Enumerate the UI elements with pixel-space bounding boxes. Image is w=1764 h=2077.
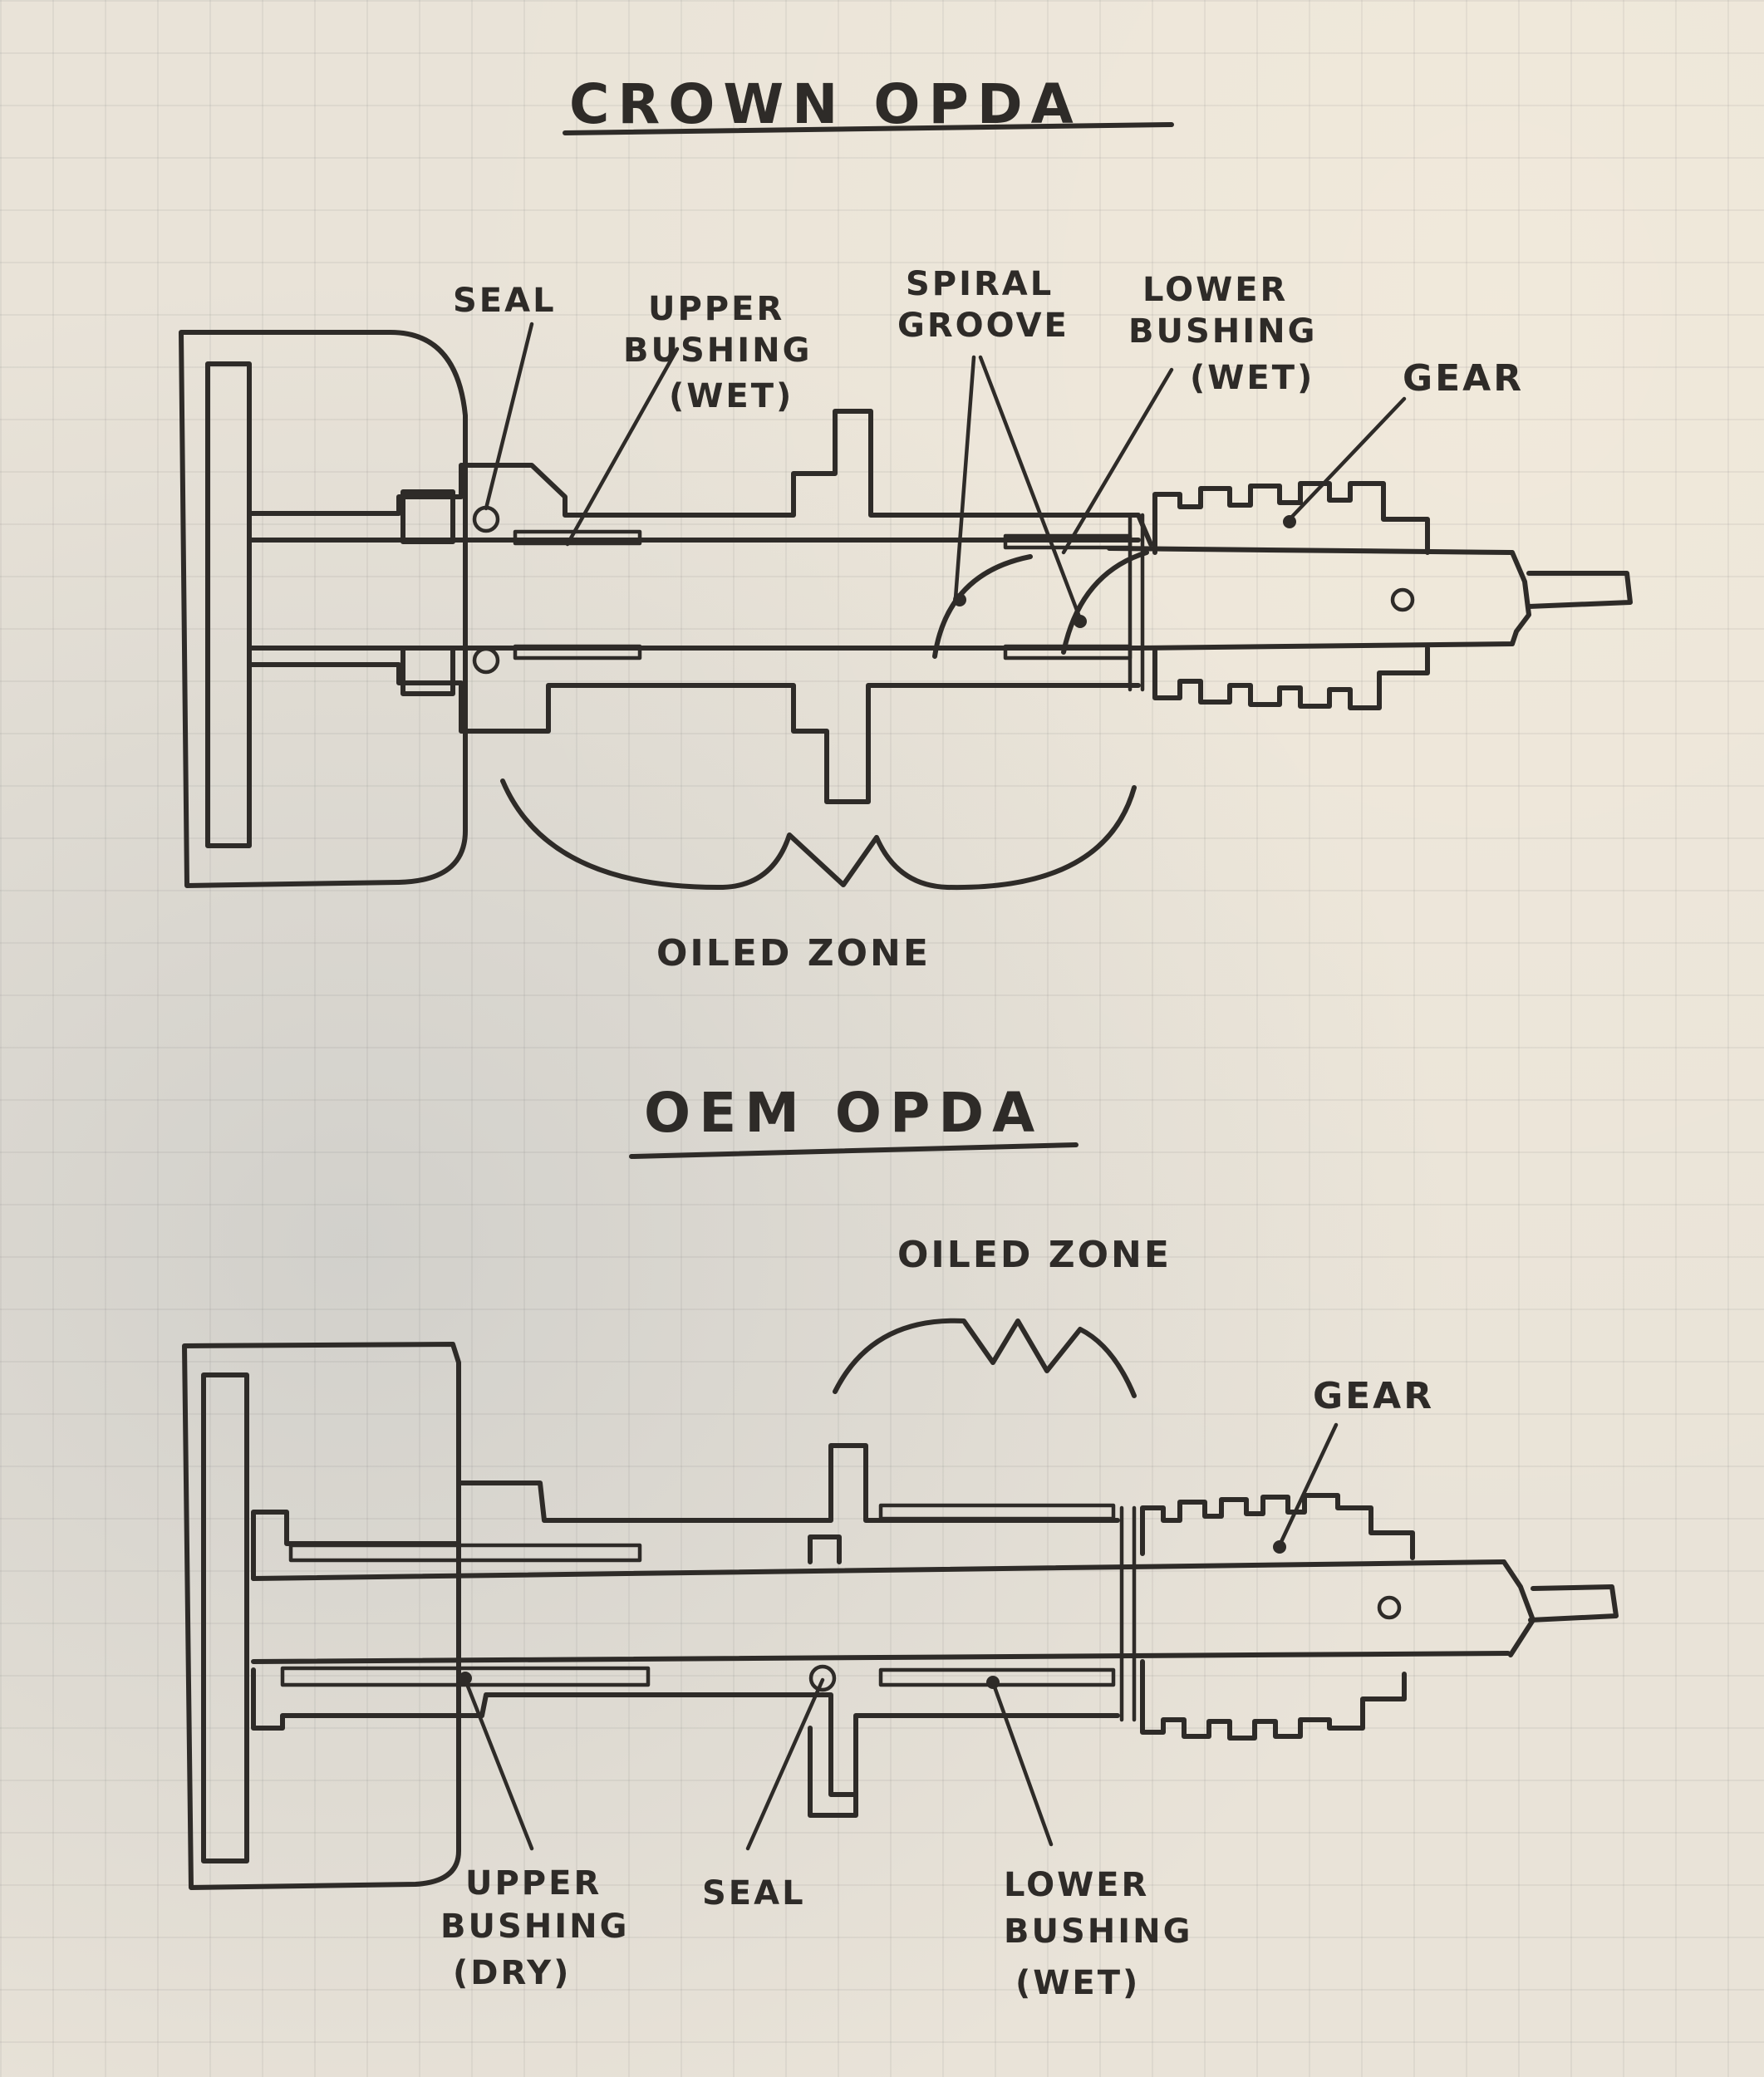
crown-lower-bushing-bottom (1003, 644, 1133, 660)
oem-label-seal: SEAL (702, 1874, 806, 1913)
crown-spiral-point-2 (1074, 615, 1087, 628)
oem-shaft-tip (1528, 1584, 1619, 1623)
crown-label-upper-3: (WET) (669, 377, 794, 415)
crown-housing (179, 330, 468, 888)
crown-leader-lines (484, 322, 1407, 621)
oem-label-oiled-zone: OILED ZONE (897, 1234, 1172, 1276)
oem-label-upper-2: BUSHING (440, 1908, 629, 1946)
crown-label-gear: GEAR (1403, 357, 1524, 400)
crown-seal-ring-top (472, 505, 500, 533)
crown-spiral-groove-arcs (932, 550, 1149, 659)
oem-body-lower (251, 1667, 1120, 1797)
crown-upper-bushing-top (513, 529, 642, 546)
oem-housing (182, 1342, 461, 1890)
crown-opda-diagram: CROWN OPDA (179, 72, 1633, 975)
oem-seal-stem (808, 1726, 858, 1818)
oem-label-upper-3: (DRY) (453, 1954, 571, 1992)
oem-gear-top-teeth (1140, 1493, 1415, 1560)
crown-gear-top-teeth (1152, 481, 1430, 555)
crown-body-upper (247, 409, 1153, 547)
crown-seal-block-bottom (400, 646, 455, 696)
crown-label-upper-2: BUSHING (623, 331, 812, 370)
oem-shaft (251, 1559, 1511, 1664)
oem-lower-bushing-top (878, 1503, 1116, 1521)
oem-label-upper-1: UPPER (465, 1864, 602, 1903)
crown-label-oiled-zone: OILED ZONE (656, 932, 931, 975)
crown-label-spiral-2: GROOVE (897, 307, 1069, 345)
oem-shaft-pin (1377, 1595, 1402, 1620)
crown-label-lower-3: (WET) (1190, 359, 1314, 397)
crown-seal-ring-bottom (472, 646, 500, 675)
crown-flange-face (205, 361, 252, 848)
oem-title-underline (629, 1142, 1079, 1159)
crown-shaft-tip (1526, 571, 1633, 609)
crown-upper-bushing-bottom (513, 644, 642, 660)
oem-seal-ring (808, 1664, 837, 1692)
crown-shaft (247, 538, 1141, 651)
crown-label-lower-1: LOWER (1142, 271, 1288, 309)
oem-opda-diagram: OEM OPDA OILED ZONE (182, 1081, 1619, 2002)
oem-body-upper (251, 1443, 1120, 1581)
oem-flange-face (201, 1372, 249, 1863)
crown-shaft-pin (1390, 587, 1415, 612)
oem-label-lower-2: BUSHING (1004, 1913, 1192, 1951)
crown-seal-block-top (400, 489, 455, 544)
crown-oiled-zone-brace (500, 778, 1137, 891)
crown-title-underline (563, 122, 1174, 135)
crown-label-seal: SEAL (453, 282, 557, 320)
oem-gear-bottom-teeth (1140, 1659, 1407, 1741)
oem-leader-lines (463, 1422, 1339, 1851)
oem-title: OEM OPDA (644, 1081, 1043, 1145)
oem-oiled-zone-brace (833, 1318, 1137, 1398)
crown-body-lower (247, 662, 1141, 804)
oem-thrust-washer (1119, 1505, 1137, 1722)
oem-seal-top (808, 1534, 842, 1564)
crown-shaft-tail (1107, 546, 1531, 651)
crown-gear-bottom-teeth (1152, 646, 1430, 710)
oem-shaft-tail (1501, 1559, 1536, 1657)
crown-label-upper-1: UPPER (648, 290, 784, 328)
oem-label-lower-3: (WET) (1015, 1964, 1140, 2002)
crown-label-spiral-1: SPIRAL (906, 265, 1054, 303)
crown-thrust-washer (1128, 513, 1145, 692)
oem-label-lower-1: LOWER (1004, 1866, 1149, 1904)
oem-upper-bushing-top (288, 1543, 642, 1563)
oem-label-gear: GEAR (1313, 1375, 1434, 1417)
crown-label-lower-2: BUSHING (1128, 312, 1317, 351)
